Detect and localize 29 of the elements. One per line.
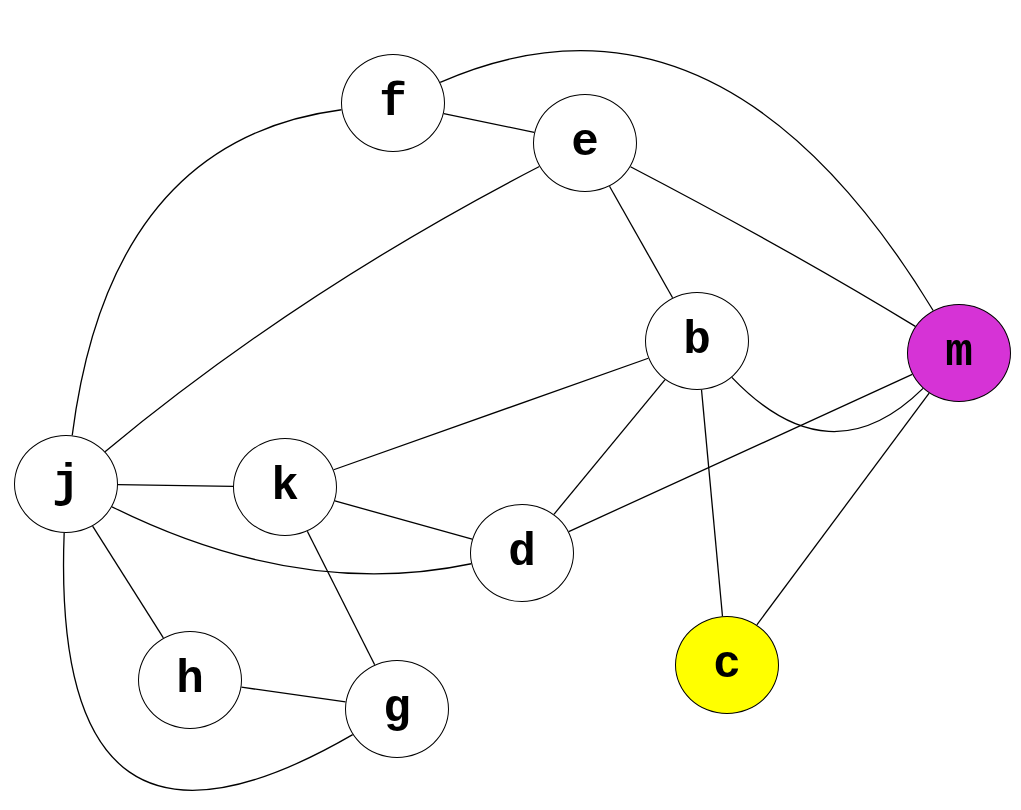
connector-line	[111, 506, 472, 575]
connector-line	[117, 484, 234, 487]
connector-line	[608, 185, 674, 299]
connector-line	[104, 165, 541, 453]
node-label: k	[271, 464, 299, 510]
connector-line	[731, 376, 924, 433]
connector-line	[306, 530, 376, 666]
connector-line	[700, 389, 724, 617]
connector-line	[91, 525, 164, 639]
connector-line	[568, 373, 913, 533]
connector-line	[553, 379, 666, 515]
node-label: f	[379, 80, 407, 126]
node-label: e	[571, 120, 599, 166]
connector-line	[443, 112, 535, 134]
connector-line	[71, 109, 343, 436]
node-label: h	[176, 657, 204, 703]
node-label: m	[945, 330, 973, 376]
connector-line	[756, 392, 930, 626]
node-label: b	[683, 318, 711, 364]
node-label: g	[383, 686, 411, 732]
connector-line	[240, 686, 347, 703]
node-label: j	[52, 461, 80, 507]
connector-line	[439, 50, 934, 312]
node-label: c	[713, 642, 741, 688]
connector-line	[334, 500, 473, 540]
node-label: d	[508, 530, 536, 576]
connector-line	[63, 532, 354, 791]
connector-line	[333, 357, 649, 471]
connector-line	[629, 166, 916, 328]
